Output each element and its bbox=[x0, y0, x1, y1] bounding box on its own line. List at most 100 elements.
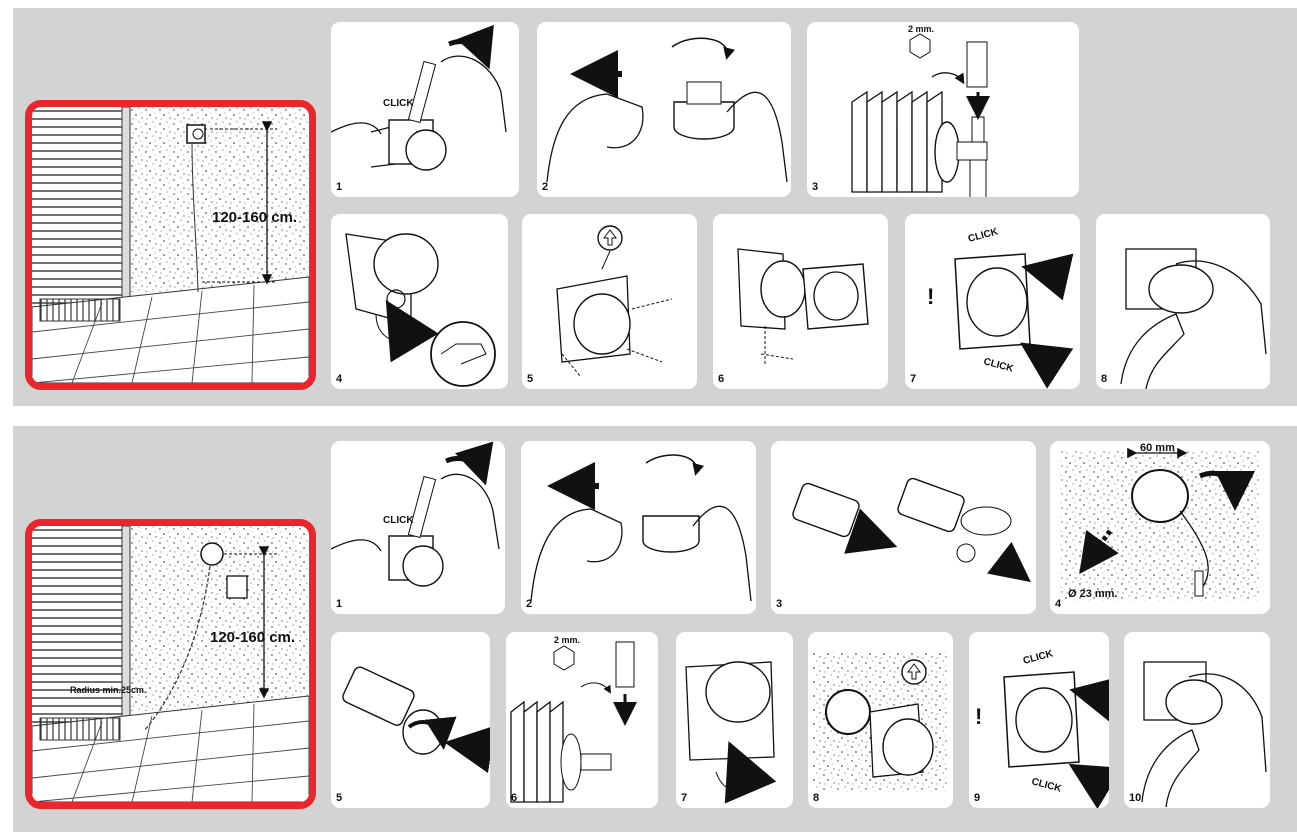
step-number: 8 bbox=[813, 792, 820, 804]
hex-key-icon bbox=[909, 33, 931, 59]
hand-shape bbox=[1141, 729, 1200, 808]
hand-shape bbox=[1175, 260, 1267, 355]
step-card: 4 bbox=[331, 214, 508, 389]
rotate-arrow-shape bbox=[407, 716, 457, 750]
drill-arrow-shape bbox=[1079, 529, 1119, 575]
wall-box-shape bbox=[825, 689, 871, 735]
hand-shape bbox=[546, 93, 644, 183]
thermostat-head-shape bbox=[200, 542, 224, 566]
push-arrow-shape bbox=[1021, 253, 1074, 301]
thermostat-knob-shape bbox=[402, 545, 444, 587]
click-label: CLICK bbox=[1030, 776, 1063, 795]
radiator-shape bbox=[510, 700, 564, 803]
radiator-shape bbox=[851, 90, 943, 193]
radius-label: Radius min.25cm. bbox=[70, 685, 147, 695]
thermostat-knob-shape bbox=[573, 293, 631, 355]
hand-shape bbox=[1120, 313, 1185, 389]
thermostat-knob-shape bbox=[1015, 687, 1073, 753]
step-number: 6 bbox=[511, 792, 518, 804]
step-card: CLICK 1 bbox=[331, 441, 505, 614]
sensor-body-shape bbox=[792, 482, 860, 538]
step-number: 2 bbox=[542, 181, 549, 193]
screw-shape bbox=[760, 353, 794, 360]
rotate-arrow-shape bbox=[445, 441, 494, 486]
step-card: 5 bbox=[522, 214, 697, 389]
step-number: 7 bbox=[681, 792, 688, 804]
push-arrow-shape bbox=[1068, 763, 1109, 808]
wall-box-shape bbox=[1131, 469, 1189, 523]
click-label: CLICK bbox=[383, 515, 414, 526]
step-number: 3 bbox=[812, 181, 819, 193]
step-card: 2 mm. 6 bbox=[506, 632, 658, 808]
valve-shape bbox=[580, 753, 612, 771]
capillary-tube-shape bbox=[143, 565, 211, 732]
warning-mark: ! bbox=[927, 284, 934, 309]
step-number: 5 bbox=[527, 373, 534, 385]
step-card: 7 bbox=[676, 632, 793, 808]
rotate-arrow-shape bbox=[448, 24, 494, 70]
floor-grille-shape bbox=[39, 717, 121, 741]
sensor-body-shape bbox=[342, 666, 415, 726]
warning-mark: ! bbox=[975, 704, 982, 729]
step-card: 60 mm Ø 23 mm. 4 bbox=[1050, 441, 1270, 614]
hand-shape bbox=[1188, 673, 1267, 773]
step-card: 8 bbox=[808, 632, 953, 808]
click-label: CLICK bbox=[383, 98, 414, 109]
floor-grille-shape bbox=[39, 298, 121, 322]
thermostat-knob-shape bbox=[373, 233, 439, 295]
step-number: 3 bbox=[776, 598, 783, 610]
capillary-tube-shape bbox=[1179, 510, 1209, 592]
screwdriver-shape bbox=[407, 60, 437, 124]
push-arrow-shape bbox=[1019, 342, 1074, 389]
rotate-arrow-shape bbox=[671, 37, 735, 60]
hex-size-label: 2 mm. bbox=[908, 24, 934, 34]
section-2-placement-illustration: 120-160 cm. Radius min.25cm. bbox=[25, 519, 316, 809]
box-width-label: 60 mm bbox=[1140, 442, 1175, 454]
hand-shape bbox=[331, 539, 382, 552]
step-number: 4 bbox=[1055, 598, 1062, 610]
step-number: 2 bbox=[526, 598, 533, 610]
thermostat-knob-shape bbox=[966, 267, 1028, 337]
push-arrow-shape bbox=[385, 299, 439, 363]
valve-shape bbox=[956, 141, 988, 161]
step-card: CLICK CLICK ! 9 bbox=[969, 632, 1109, 808]
screwdriver-shape bbox=[407, 475, 437, 539]
valve-insert-shape bbox=[966, 41, 988, 88]
height-label: 120-160 cm. bbox=[212, 209, 297, 226]
section-1-placement-illustration: 120-160 cm. bbox=[25, 100, 316, 390]
thermostat-knob-shape bbox=[882, 718, 934, 776]
step-number: 9 bbox=[974, 792, 981, 804]
step-card: 6 bbox=[713, 214, 888, 389]
thermostat-knob-shape bbox=[813, 271, 859, 321]
step-number: 6 bbox=[718, 373, 725, 385]
click-label: CLICK bbox=[1022, 648, 1055, 667]
detail-zoom-shape bbox=[430, 321, 496, 387]
step-card: CLICK 1 bbox=[331, 22, 519, 197]
step-number: 10 bbox=[1129, 792, 1142, 804]
hole-diameter-label: Ø 23 mm. bbox=[1068, 588, 1118, 600]
step-card: 5 bbox=[331, 632, 490, 808]
nut-shape bbox=[956, 543, 976, 563]
window-blind-shape bbox=[32, 107, 122, 307]
valve-insert-shape bbox=[615, 641, 635, 688]
step-number: 4 bbox=[336, 373, 343, 385]
step-number: 8 bbox=[1101, 373, 1108, 385]
window-blind-shape bbox=[32, 526, 122, 726]
step-card: 2 bbox=[537, 22, 791, 197]
thermostat-knob-shape bbox=[405, 129, 447, 171]
step-card: 8 bbox=[1096, 214, 1270, 389]
step-number: 1 bbox=[336, 181, 343, 193]
click-label: CLICK bbox=[967, 226, 1000, 245]
push-arrow-shape bbox=[724, 741, 777, 804]
screw-shape bbox=[631, 298, 673, 310]
sensor-body-shape bbox=[897, 477, 965, 533]
step-card: 3 bbox=[771, 441, 1036, 614]
hex-size-label: 2 mm. bbox=[554, 635, 580, 645]
step-card: 10 bbox=[1124, 632, 1270, 808]
step-card: 2 mm. 3 bbox=[807, 22, 1079, 197]
rotate-arrow-shape bbox=[645, 454, 705, 476]
step-card: 2 bbox=[521, 441, 756, 614]
step-number: 7 bbox=[910, 373, 917, 385]
click-label: CLICK bbox=[982, 356, 1015, 375]
step-number: 5 bbox=[336, 792, 343, 804]
